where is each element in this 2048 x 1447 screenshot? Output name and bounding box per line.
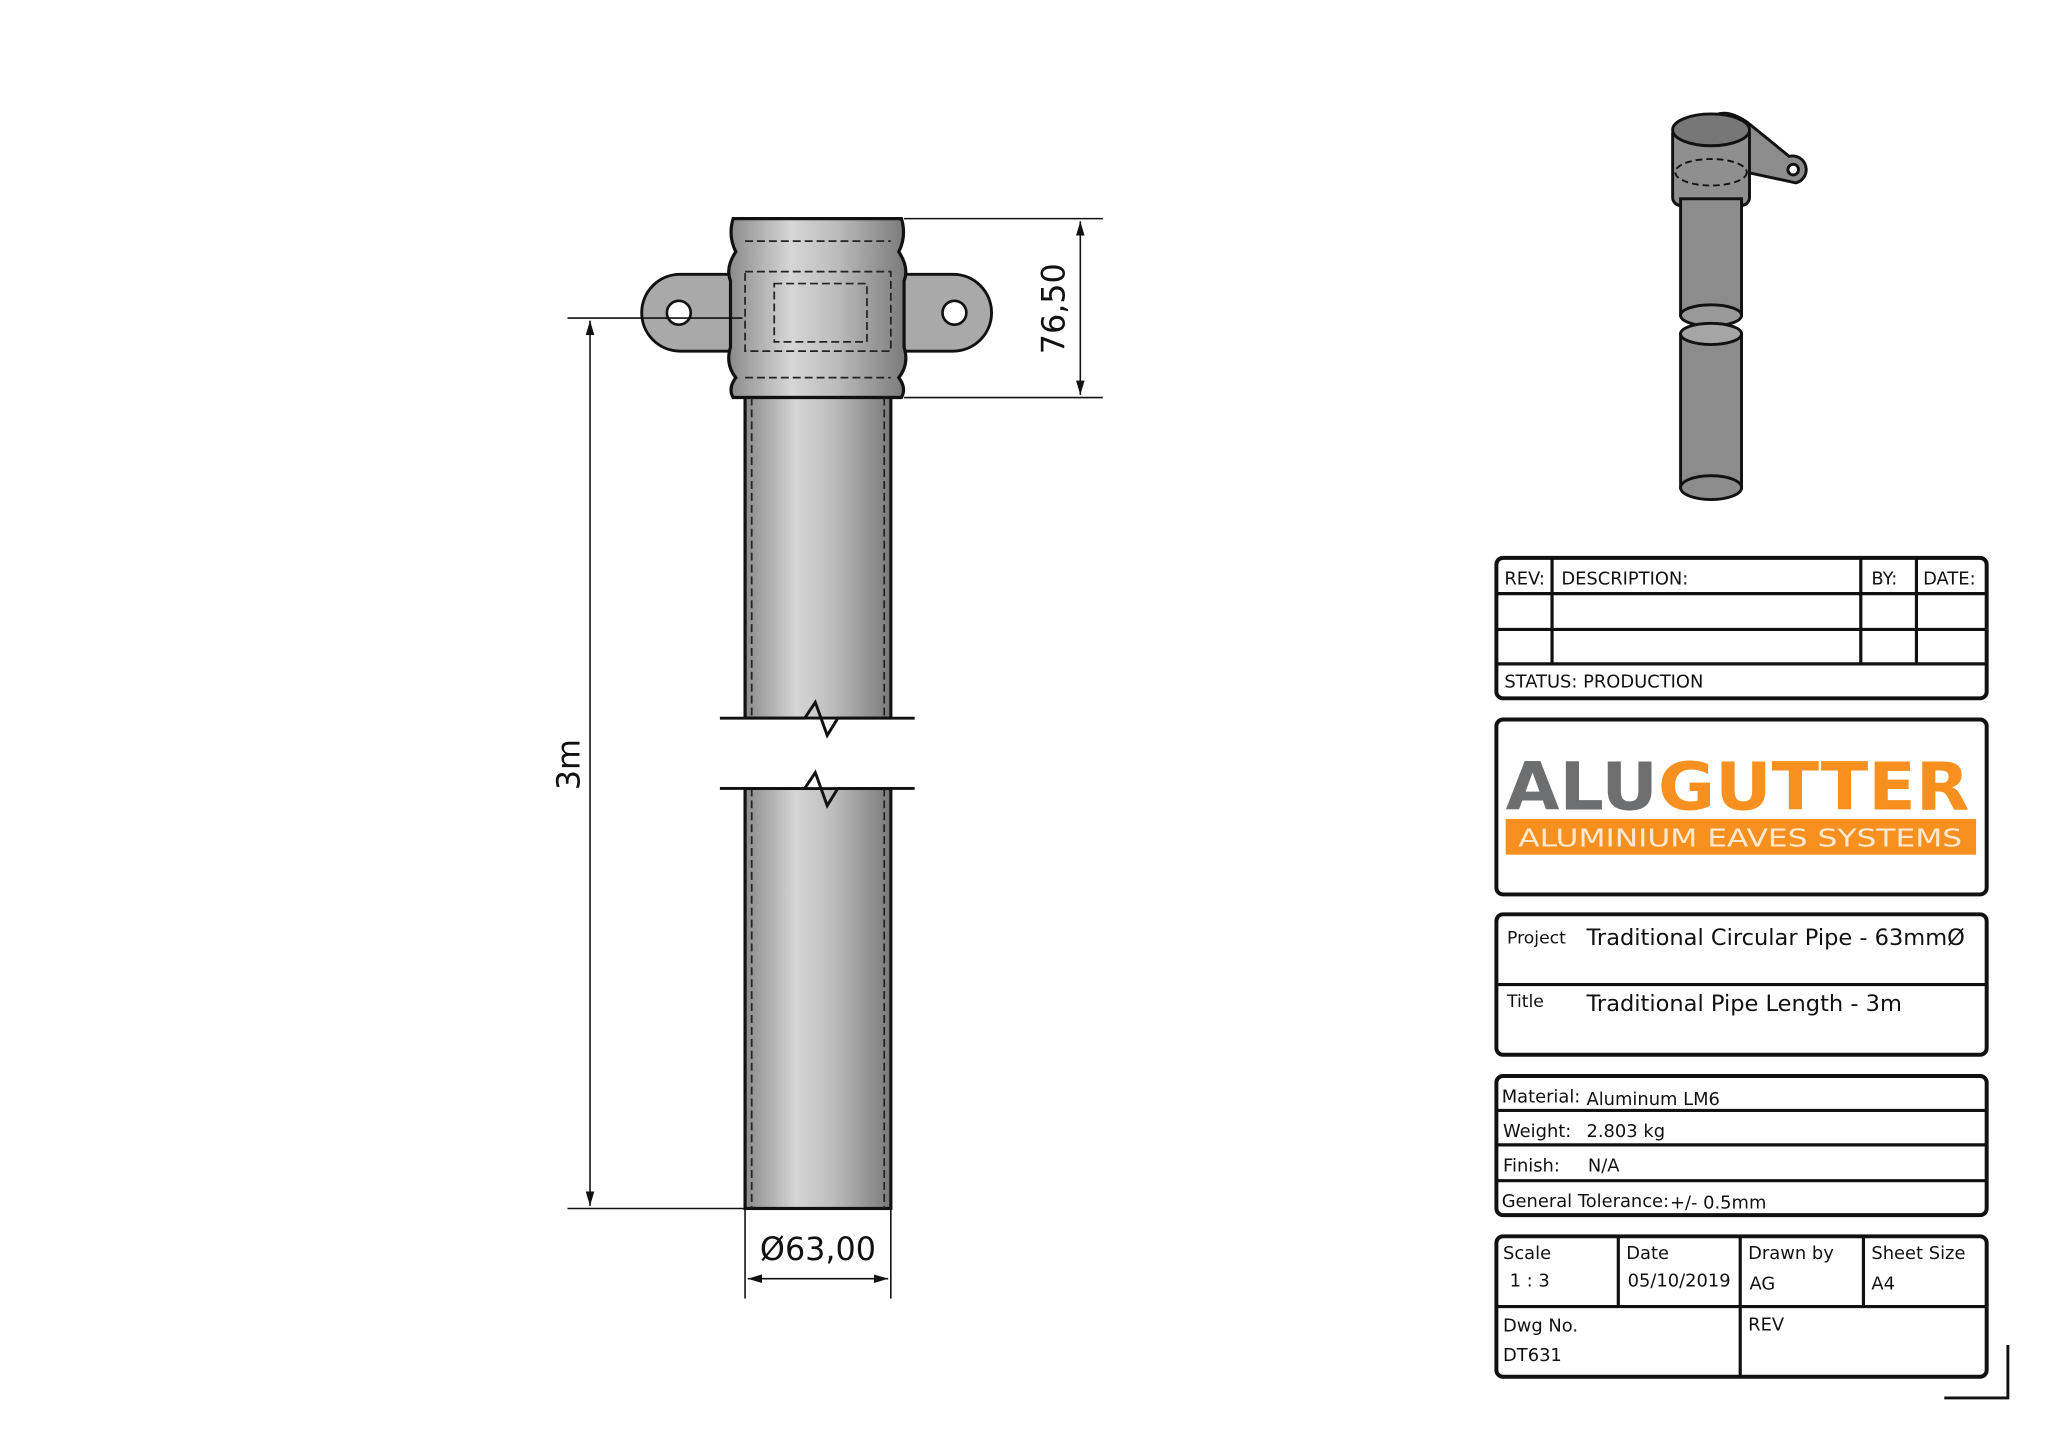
dwg-no-label: Dwg No. — [1503, 1316, 1578, 1337]
title-label: Title — [1506, 992, 1544, 1012]
dim-socket-height-label: 76,50 — [1035, 263, 1072, 354]
dimension-length: 3m — [550, 317, 746, 1210]
sheet-corner-mark — [1944, 1344, 2010, 1400]
finish-label: Finish: — [1503, 1155, 1560, 1176]
dimension-diameter: Ø63,00 — [744, 1208, 892, 1299]
dwg-no-value: DT631 — [1503, 1345, 1562, 1366]
tolerance-label: General Tolerance: — [1502, 1191, 1669, 1212]
by-header: BY: — [1871, 568, 1897, 589]
pipe-isometric-view — [1671, 111, 1808, 502]
rev-label: REV — [1748, 1314, 1785, 1335]
title-value: Traditional Pipe Length - 3m — [1586, 991, 1902, 1017]
pipe-body-lower — [743, 786, 893, 1211]
revision-table: REV: DESCRIPTION: BY: DATE: STATUS: PROD… — [1494, 555, 1989, 701]
break-line-upper — [719, 699, 915, 739]
material-label: Material: — [1502, 1086, 1581, 1107]
dimension-socket-height: 76,50 — [904, 217, 1103, 399]
dim-diameter-label: Ø63,00 — [760, 1231, 876, 1268]
sheet-size-label: Sheet Size — [1871, 1243, 1965, 1264]
date-header: DATE: — [1923, 568, 1976, 589]
dim-length-label: 3m — [550, 739, 587, 790]
sheet-size-value: A4 — [1871, 1273, 1895, 1294]
material-value: Aluminum LM6 — [1587, 1089, 1720, 1110]
tolerance-value: +/- 0.5mm — [1670, 1192, 1766, 1213]
date-label: Date — [1626, 1243, 1669, 1264]
drawn-by-value: AG — [1749, 1273, 1775, 1294]
scale-label: Scale — [1503, 1243, 1551, 1264]
break-line-lower — [719, 769, 915, 809]
scale-value: 1 : 3 — [1510, 1271, 1550, 1292]
logo-tagline: ALUMINIUM EAVES SYSTEMS — [1518, 824, 1962, 853]
pipe-front-view — [640, 217, 993, 1211]
specs-block: Material: Aluminum LM6 Weight: 2.803 kg … — [1494, 1073, 1989, 1218]
rev-header: REV: — [1504, 568, 1545, 589]
description-header: DESCRIPTION: — [1561, 568, 1688, 589]
drawing-info-block: Scale 1 : 3 Date 05/10/2019 Drawn by AG … — [1494, 1234, 1989, 1379]
date-value: 05/10/2019 — [1628, 1271, 1731, 1292]
fixing-hole-right — [941, 299, 968, 326]
drawn-by-label: Drawn by — [1748, 1243, 1834, 1264]
finish-value: N/A — [1588, 1155, 1620, 1176]
status-text: STATUS: PRODUCTION — [1504, 672, 1703, 693]
weight-label: Weight: — [1503, 1121, 1571, 1142]
fixing-hole-left — [665, 299, 693, 326]
pipe-socket — [727, 217, 908, 400]
project-label: Project — [1507, 928, 1566, 948]
weight-value: 2.803 kg — [1587, 1121, 1666, 1142]
pipe-body-upper — [743, 395, 893, 720]
project-block: Project Traditional Circular Pipe - 63mm… — [1494, 912, 1989, 1057]
project-value: Traditional Circular Pipe - 63mmØ — [1586, 925, 1965, 951]
